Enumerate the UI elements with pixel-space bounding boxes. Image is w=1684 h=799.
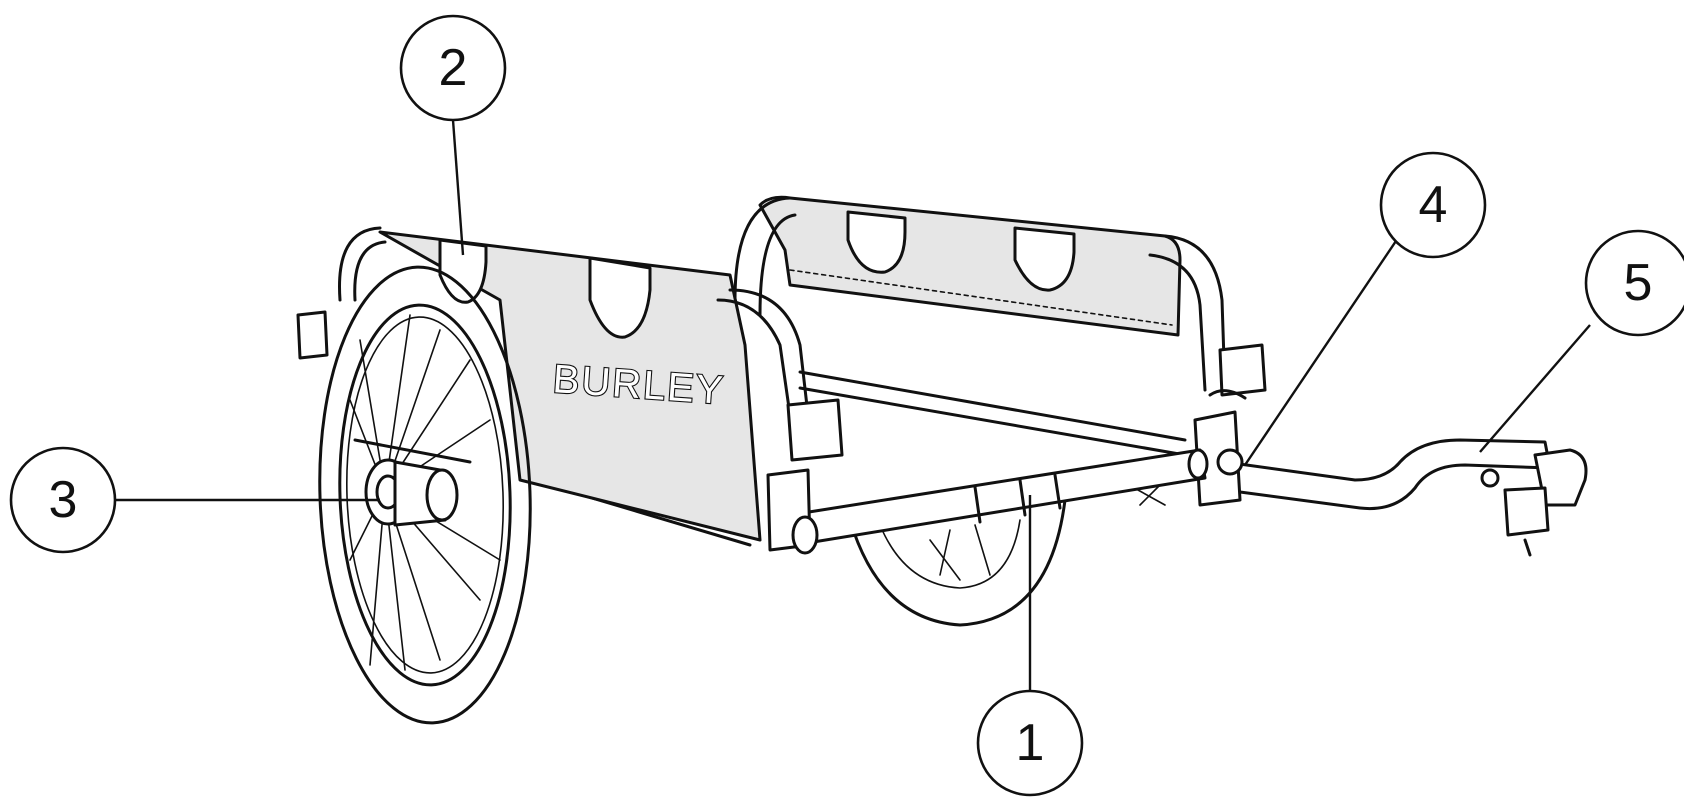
- callout-1-label: 1: [1016, 714, 1045, 772]
- front-handle-near: [716, 288, 1267, 462]
- side-panel: BURLEY: [378, 230, 762, 542]
- back-panel: [733, 195, 1227, 392]
- rear-handle-near: [296, 226, 387, 360]
- rear-wheel: [848, 498, 1067, 627]
- callout-3: 3: [9, 446, 117, 554]
- leader-lines: [115, 119, 1591, 692]
- callout-3-label: 3: [49, 471, 78, 529]
- callout-5-label: 5: [1624, 254, 1653, 312]
- tow-arm: [1223, 438, 1588, 557]
- callout-4-label: 4: [1419, 176, 1448, 234]
- callout-5: 5: [1584, 229, 1684, 337]
- front-wheel: [318, 265, 532, 725]
- cross-tube: [766, 448, 1209, 555]
- hitch-clamp: [1137, 389, 1247, 507]
- callout-2-label: 2: [439, 39, 468, 97]
- callout-2: 2: [399, 14, 507, 122]
- callout-4: 4: [1379, 151, 1487, 259]
- callout-1: 1: [976, 689, 1084, 797]
